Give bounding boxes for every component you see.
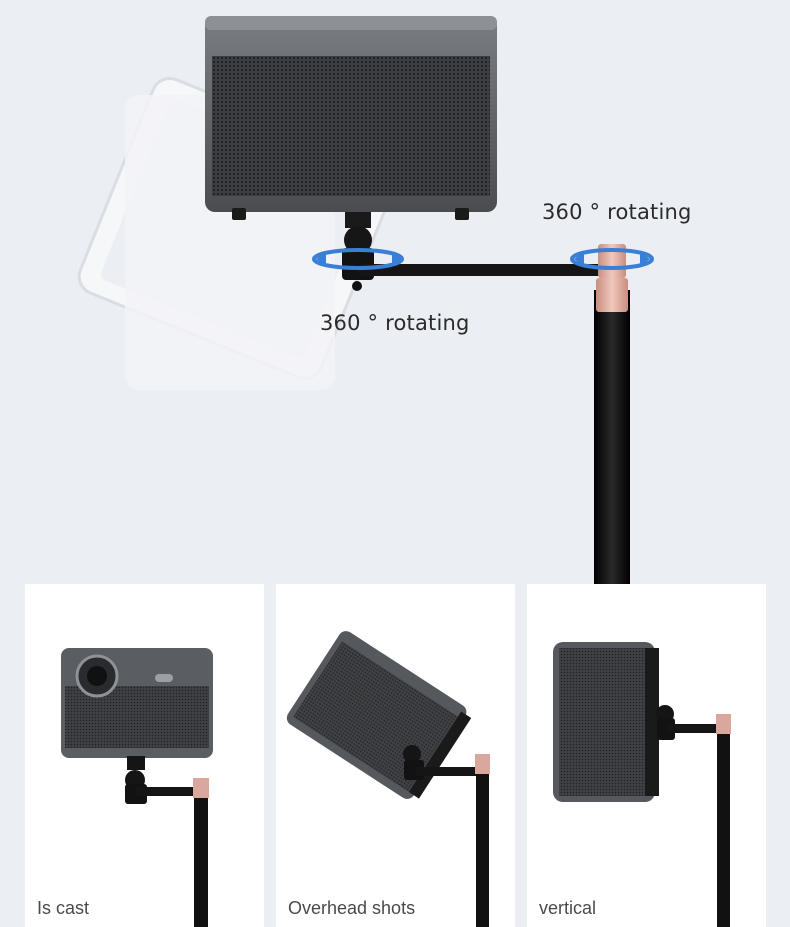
projector-image [286, 631, 490, 927]
vertical-pole [594, 244, 630, 585]
projector-image [205, 16, 497, 220]
panel-vertical: vertical [527, 584, 766, 927]
panel-label: vertical [539, 898, 597, 918]
panel-label: Is cast [37, 898, 90, 918]
rotation-caption-middle: 360 ° rotating [320, 311, 470, 335]
ball-head-mount [342, 212, 374, 291]
panel-label: Overhead shots [288, 898, 416, 918]
panel-is-cast: Is cast [25, 584, 264, 927]
rotation-caption-top: 360 ° rotating [542, 200, 692, 224]
projector-image [61, 648, 213, 927]
rotation-arrow-icon [312, 248, 404, 270]
panel-overhead-shots: Overhead shots [276, 584, 515, 927]
horizontal-arm [358, 264, 618, 276]
projector-image [553, 642, 731, 927]
rotation-arrow-icon [570, 248, 654, 270]
